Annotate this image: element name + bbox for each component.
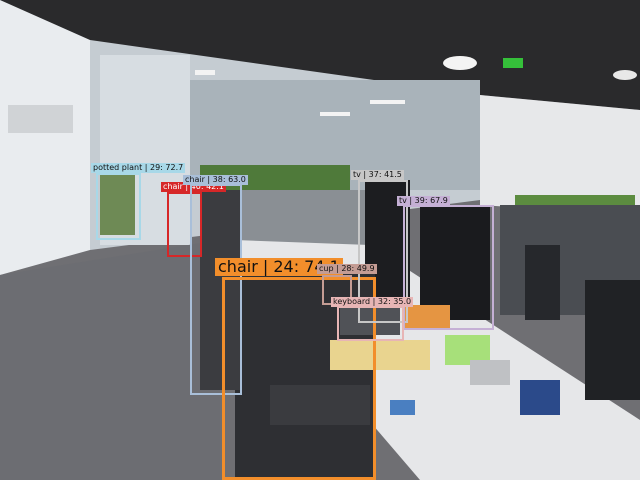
detection-box-keyboard bbox=[337, 306, 404, 341]
detection-box-tv-39 bbox=[403, 205, 494, 330]
detection-box-chair-38 bbox=[190, 184, 242, 395]
detection-box-chair-24 bbox=[222, 277, 376, 480]
detection-box-chair-40 bbox=[167, 192, 202, 257]
detection-label-chair-24: chair | 24: 74.1 bbox=[215, 258, 343, 276]
detection-label-keyboard: keyboard | 32: 35.0 bbox=[331, 297, 414, 307]
detection-box-tv-37 bbox=[358, 180, 408, 323]
detection-label-potted-plant: potted plant | 29: 72.7 bbox=[91, 163, 186, 173]
detection-box-potted-plant bbox=[96, 173, 141, 240]
detection-label-cup: cup | 28: 49.9 bbox=[317, 264, 377, 274]
detection-label-chair-38: chair | 38: 63.0 bbox=[183, 175, 248, 185]
detection-label-chair-40: chair | 40: 42.1 bbox=[161, 182, 226, 192]
detection-label-tv-39: tv | 39: 67.9 bbox=[397, 196, 450, 206]
detection-label-tv-37: tv | 37: 41.5 bbox=[351, 170, 404, 180]
